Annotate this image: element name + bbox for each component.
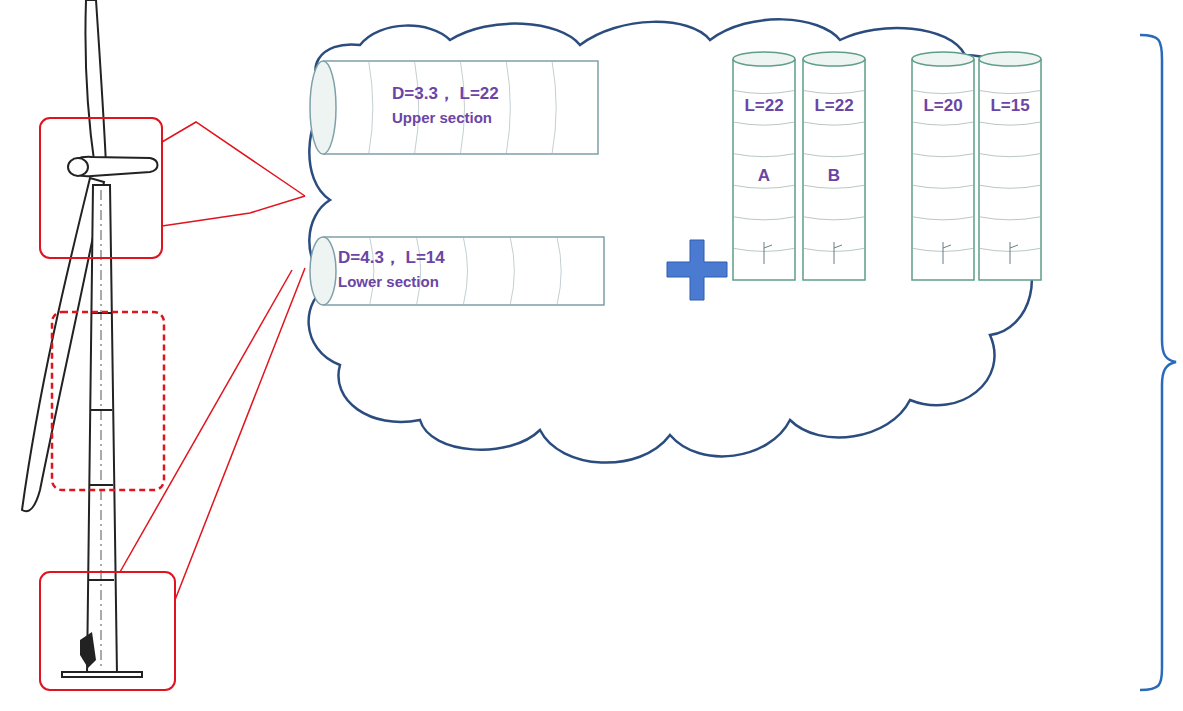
segment-ring xyxy=(980,217,1040,220)
segment-ring xyxy=(506,62,510,153)
horizontal-section: D=3.3， L=22Upper section xyxy=(310,60,600,155)
cylinder-end xyxy=(912,52,974,66)
leader-line xyxy=(175,268,305,600)
segment-ring xyxy=(980,154,1040,157)
cylinder-end xyxy=(310,61,336,154)
brace xyxy=(1140,35,1176,690)
cloud-outline xyxy=(309,19,1039,462)
cylinder-end xyxy=(310,237,336,305)
segment-ring xyxy=(980,91,1040,94)
hub xyxy=(68,158,88,176)
segment-ring xyxy=(369,62,373,153)
tower-joint xyxy=(90,409,112,411)
segment-ring xyxy=(464,238,468,304)
vertical-section: L=22A xyxy=(732,52,796,282)
segment-ring xyxy=(415,62,419,153)
segment-ring xyxy=(980,185,1040,188)
dimension-label: L=20 xyxy=(911,96,975,116)
leader-line xyxy=(162,196,305,226)
cylinder-outline xyxy=(310,236,606,306)
cylinder-outline xyxy=(978,52,1042,282)
foundation-slab xyxy=(62,672,142,677)
segment-ring xyxy=(552,62,556,153)
cylinder-body xyxy=(803,59,865,280)
cylinder-outline xyxy=(911,52,975,282)
segment-ring xyxy=(980,122,1040,125)
segment-ring xyxy=(734,217,794,220)
callout-box xyxy=(52,312,164,490)
segment-ring xyxy=(734,154,794,157)
segment-ring xyxy=(913,122,973,125)
segment-ring xyxy=(734,185,794,188)
section-label: Lower section xyxy=(338,273,606,290)
segment-ring xyxy=(913,185,973,188)
segment-ring xyxy=(370,238,374,304)
vertical-section: L=22B xyxy=(802,52,866,282)
callout-box xyxy=(40,118,162,258)
segment-ring xyxy=(804,217,864,220)
dimension-label: D=3.3， L=22 xyxy=(392,82,600,105)
door-mark xyxy=(834,242,842,264)
segment-ring xyxy=(510,238,514,304)
segment-ring xyxy=(804,91,864,94)
vertical-section: L=20 xyxy=(911,52,975,282)
segment-ring xyxy=(804,122,864,125)
dimension-label: L=15 xyxy=(978,96,1042,116)
cylinder-body xyxy=(323,237,604,305)
segment-ring xyxy=(913,154,973,157)
section-label: Upper section xyxy=(392,109,600,126)
leader-line xyxy=(162,122,305,196)
dimension-label: L=22 xyxy=(732,96,796,116)
segment-ring xyxy=(734,91,794,94)
segment-ring xyxy=(417,238,421,304)
segment-ring xyxy=(804,185,864,188)
segment-ring xyxy=(804,154,864,157)
tower-joint xyxy=(88,579,114,581)
segment-ring xyxy=(557,238,561,304)
dimension-label: L=22 xyxy=(802,96,866,116)
door-mark xyxy=(943,242,951,264)
cylinder-end xyxy=(979,52,1041,66)
vertical-section: L=15 xyxy=(978,52,1042,282)
dimension-label: D=4.3， L=14 xyxy=(338,246,606,269)
door-mark xyxy=(1010,242,1018,264)
segment-ring xyxy=(461,62,465,153)
foundation xyxy=(80,632,96,668)
section-label: A xyxy=(732,166,796,186)
cylinder-outline xyxy=(310,60,600,155)
blade xyxy=(85,0,106,168)
tower-joint xyxy=(89,484,113,486)
section-label: B xyxy=(802,166,866,186)
cylinder-body xyxy=(733,59,795,280)
segment-ring xyxy=(913,91,973,94)
cylinder-body xyxy=(323,61,598,154)
cylinder-body xyxy=(979,59,1041,280)
segment-ring xyxy=(913,217,973,220)
horizontal-section: D=4.3， L=14Lower section xyxy=(310,236,606,306)
cylinder-end xyxy=(733,52,795,66)
door-mark xyxy=(764,242,772,264)
leader-line xyxy=(120,270,292,572)
cylinder-body xyxy=(912,59,974,280)
callout-box xyxy=(40,572,175,690)
plus-sign xyxy=(667,240,727,300)
axis-line xyxy=(101,190,102,670)
segment-ring xyxy=(734,122,794,125)
cylinder-end xyxy=(803,52,865,66)
